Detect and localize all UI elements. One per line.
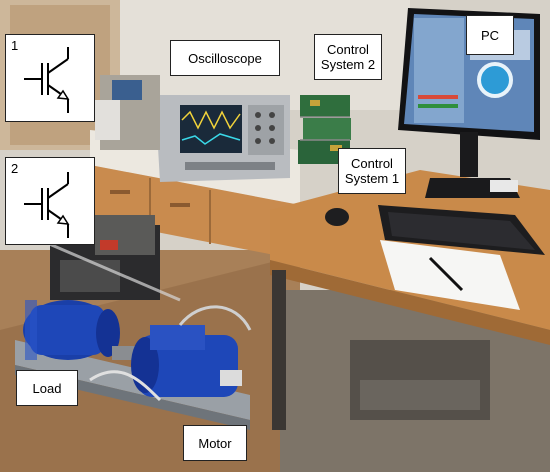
igbt-transistor-icon	[24, 172, 70, 238]
igbt-number: 1	[11, 38, 19, 53]
igbt-symbol-1: 1	[5, 34, 95, 122]
igbt-number: 2	[11, 161, 19, 176]
label-load: Load	[16, 370, 78, 406]
igbt-transistor-icon	[24, 47, 70, 113]
control-board-upper	[300, 95, 350, 117]
right-desk-edge	[270, 260, 550, 345]
pc-tower-front	[360, 380, 480, 410]
pen	[428, 256, 464, 292]
label-control-system-2: Control System 2	[314, 34, 382, 80]
monitor-stand	[460, 132, 478, 177]
computer-mouse	[325, 208, 349, 226]
drive-motor	[138, 335, 238, 397]
paper-sheet	[380, 240, 520, 310]
label-motor: Motor	[183, 425, 247, 461]
table-drawers	[90, 165, 300, 260]
motor-bench	[15, 340, 250, 420]
igbt-symbol-2: 2	[5, 157, 95, 245]
label-control-system-1: Control System 1	[338, 148, 406, 194]
label-oscilloscope: Oscilloscope	[170, 40, 280, 76]
label-pc: PC	[466, 15, 514, 55]
desk-leg	[272, 270, 286, 430]
